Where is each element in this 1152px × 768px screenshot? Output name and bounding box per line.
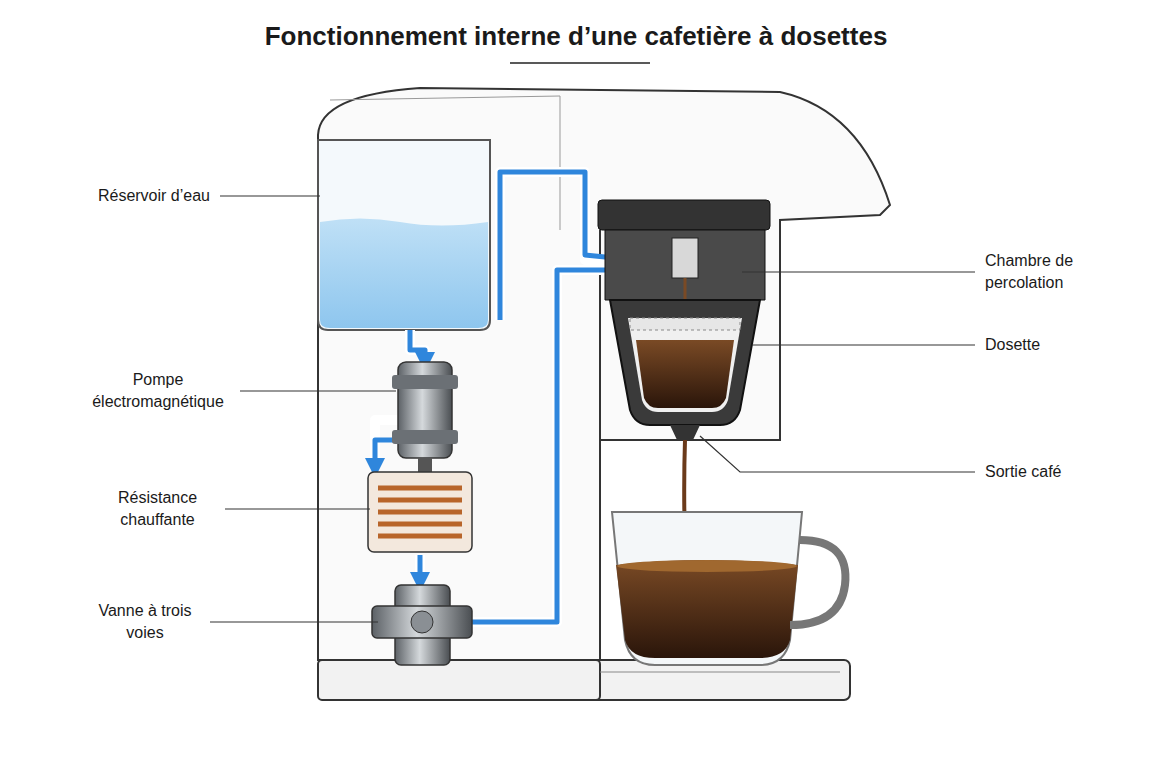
part-label: Résistance chauffante	[100, 487, 215, 531]
part-label: Réservoir d’eau	[70, 185, 210, 207]
part-label: Pompe électromagnétique	[78, 369, 238, 413]
three-way-valve	[372, 585, 472, 665]
diagram-title: Fonctionnement interne d’une cafetière à…	[0, 20, 1152, 52]
water-reservoir	[318, 140, 490, 330]
part-label: Vanne à trois voies	[95, 600, 195, 644]
heater-coil	[368, 472, 472, 552]
coffee-cup	[612, 512, 845, 665]
title-underline	[510, 62, 650, 64]
pump	[392, 362, 458, 472]
part-label: Chambre de percolation	[985, 250, 1110, 294]
leader-lines	[210, 196, 975, 622]
part-label: Dosette	[985, 334, 1105, 356]
coffee-pod	[610, 300, 760, 440]
housing	[318, 88, 890, 700]
part-label: Sortie café	[985, 461, 1125, 483]
